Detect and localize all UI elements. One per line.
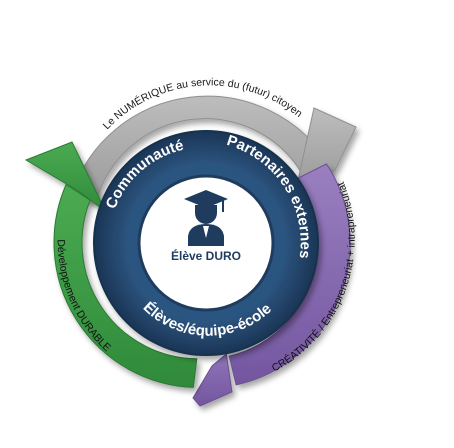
gray-arrow (70, 95, 357, 203)
center-label: Élève DURO (171, 248, 241, 263)
graduate-student-icon (184, 190, 228, 246)
